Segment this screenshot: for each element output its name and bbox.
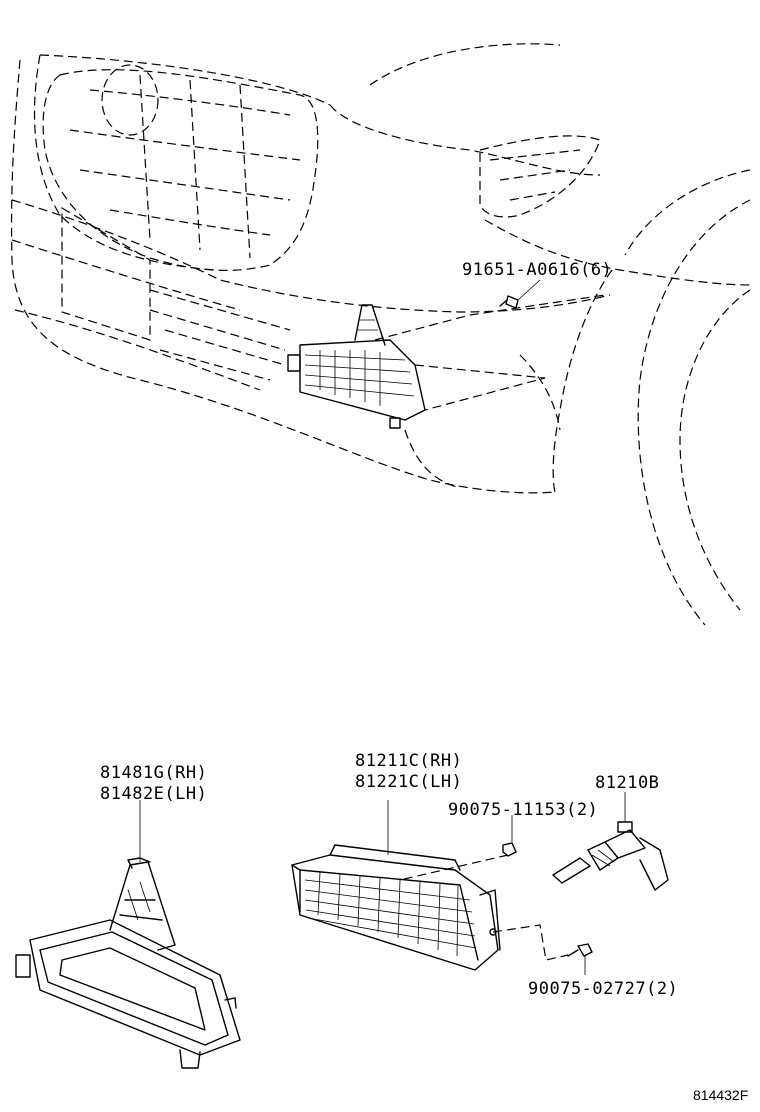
label-cover-rh: 81481G(RH) [100, 763, 207, 783]
leader-nut-dashed [399, 854, 509, 881]
fog-lamp-cover [15, 857, 241, 1069]
leader-screw-dashed [492, 924, 569, 961]
label-bulb: 81210B [595, 773, 659, 793]
fog-lamp-assembly [291, 844, 501, 971]
nut-part [502, 842, 517, 857]
bulb-part [552, 821, 669, 891]
label-cover-lh: 81482E(LH) [100, 784, 207, 804]
label-nut: 90075-11153(2) [448, 800, 598, 820]
label-bolt-top: 91651-A0616(6) [462, 260, 612, 280]
screw-part [567, 943, 593, 957]
figure-code: 814432F [693, 1087, 748, 1103]
label-lamp-lh: 81221C(LH) [355, 772, 462, 792]
top-leader-lines [374, 279, 606, 411]
label-lamp-rh: 81211C(RH) [355, 751, 462, 771]
installed-fog-lamp [287, 295, 519, 429]
label-screw: 90075-02727(2) [528, 979, 678, 999]
vehicle-front-outline [10, 43, 751, 626]
